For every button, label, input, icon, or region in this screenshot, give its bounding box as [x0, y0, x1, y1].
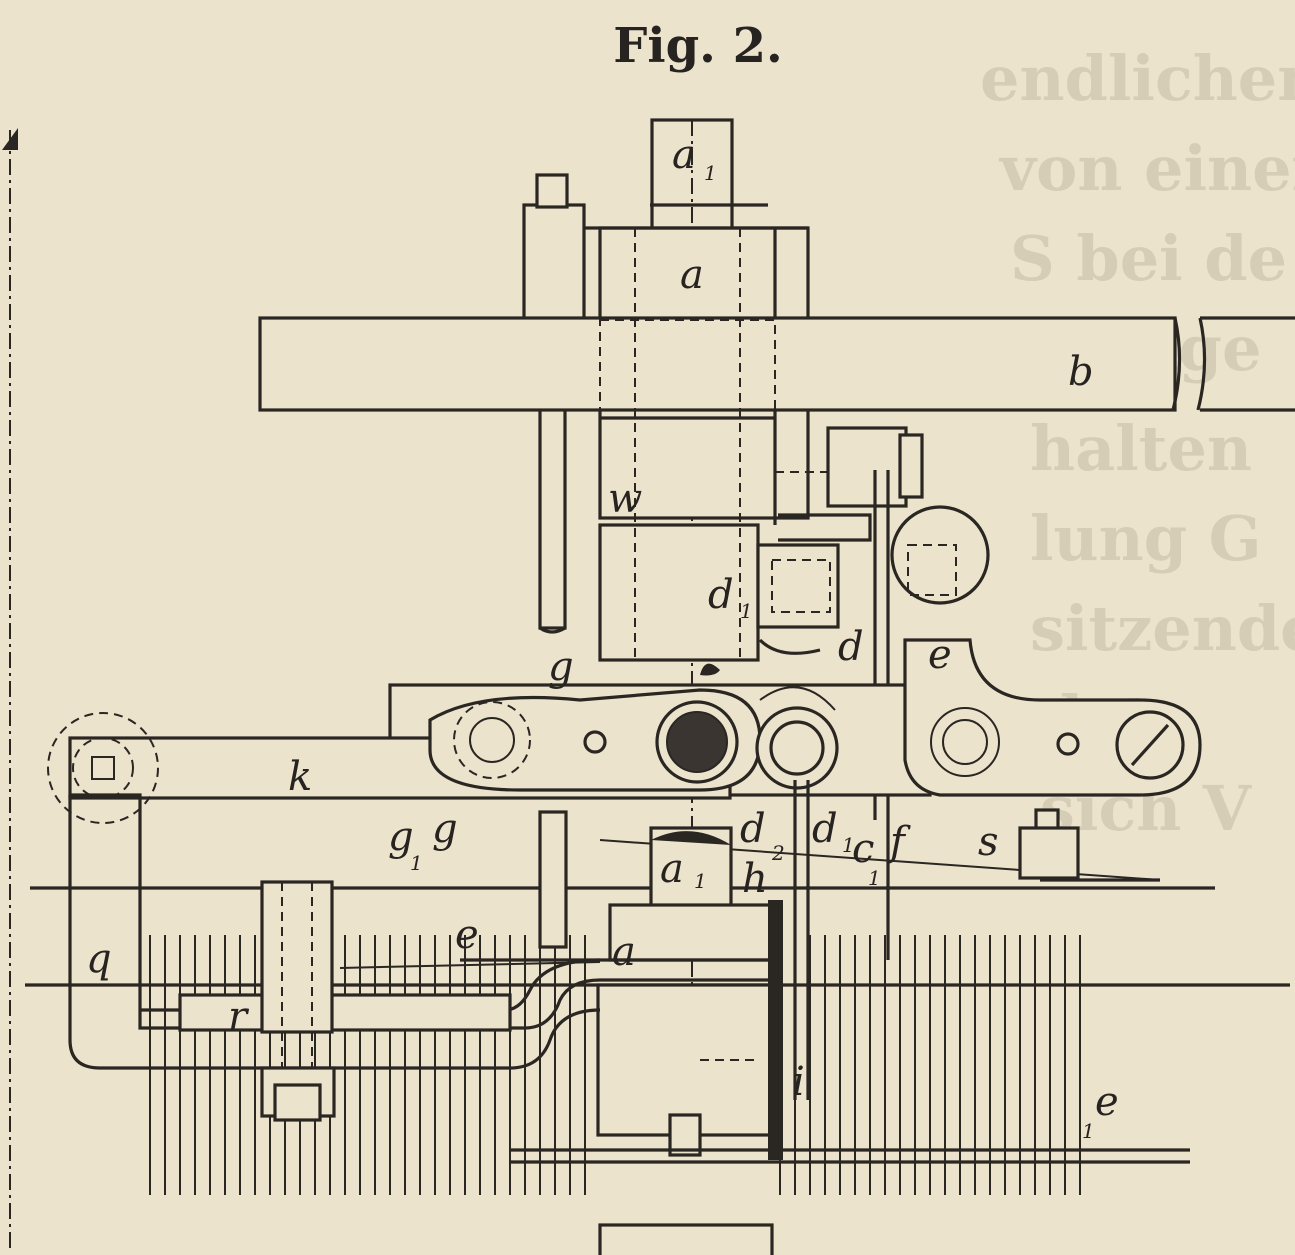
label-g2: g — [432, 806, 458, 852]
figure-title: Fig. 2. — [613, 18, 782, 74]
part-labels: a 1 a b w d 1 d e g k g 1 g d 2 d 1 c 1 … — [86, 132, 1119, 1143]
pin-s — [1018, 808, 1160, 882]
label-s: s — [978, 819, 999, 865]
label-g1: g — [388, 814, 414, 860]
label-a-top: a — [680, 252, 704, 298]
bg-line-1: endlichen — [980, 42, 1295, 115]
label-d2: d — [740, 806, 766, 852]
label-g1-sub: 1 — [410, 851, 423, 875]
label-e-left: e — [455, 912, 479, 958]
label-a1-low: a — [660, 846, 684, 892]
pawl-d — [756, 543, 840, 655]
label-d2-sub: 2 — [771, 841, 785, 865]
label-a-low: a — [612, 929, 636, 975]
label-e1-sub: 1 — [1082, 1119, 1095, 1143]
label-r: r — [228, 994, 250, 1040]
label-k: k — [288, 754, 312, 800]
label-b: b — [1068, 349, 1094, 395]
label-i: i — [792, 1059, 805, 1105]
rocker-g — [428, 663, 762, 792]
label-a1-top-sub: 1 — [704, 161, 717, 185]
label-d1-low-sub: 1 — [842, 833, 855, 857]
label-e1: e — [1095, 1079, 1119, 1125]
bg-line-3: S bei de — [1010, 222, 1287, 295]
sleeve-w — [598, 228, 760, 662]
bg-line-5: halten — [1030, 412, 1252, 485]
label-d1-low: d — [812, 806, 838, 852]
label-a1-top: a — [672, 132, 696, 178]
bracket-q — [68, 793, 782, 1122]
label-a1-low-sub: 1 — [694, 869, 707, 893]
bg-line-2: von einer — [998, 132, 1295, 205]
bg-line-6: lung G — [1030, 502, 1262, 575]
arm-e-right — [903, 638, 1202, 797]
lower-carriage — [510, 780, 1190, 1255]
bg-line-7: sitzende — [1030, 592, 1295, 665]
label-c1-sub: 1 — [868, 866, 881, 890]
label-f: f — [887, 819, 911, 865]
cam-e-left — [755, 686, 839, 790]
left-margin-marks — [2, 128, 18, 1250]
label-q: q — [86, 936, 112, 982]
label-c1: c — [852, 826, 874, 872]
label-d1-mid-sub: 1 — [740, 599, 753, 623]
label-h: h — [742, 856, 768, 902]
label-w: w — [608, 476, 642, 522]
label-d-mid: d — [838, 624, 864, 670]
bar-b — [258, 316, 1295, 419]
label-g: g — [548, 644, 574, 690]
label-d1-mid: d — [708, 572, 734, 618]
label-e-right: e — [928, 632, 952, 678]
